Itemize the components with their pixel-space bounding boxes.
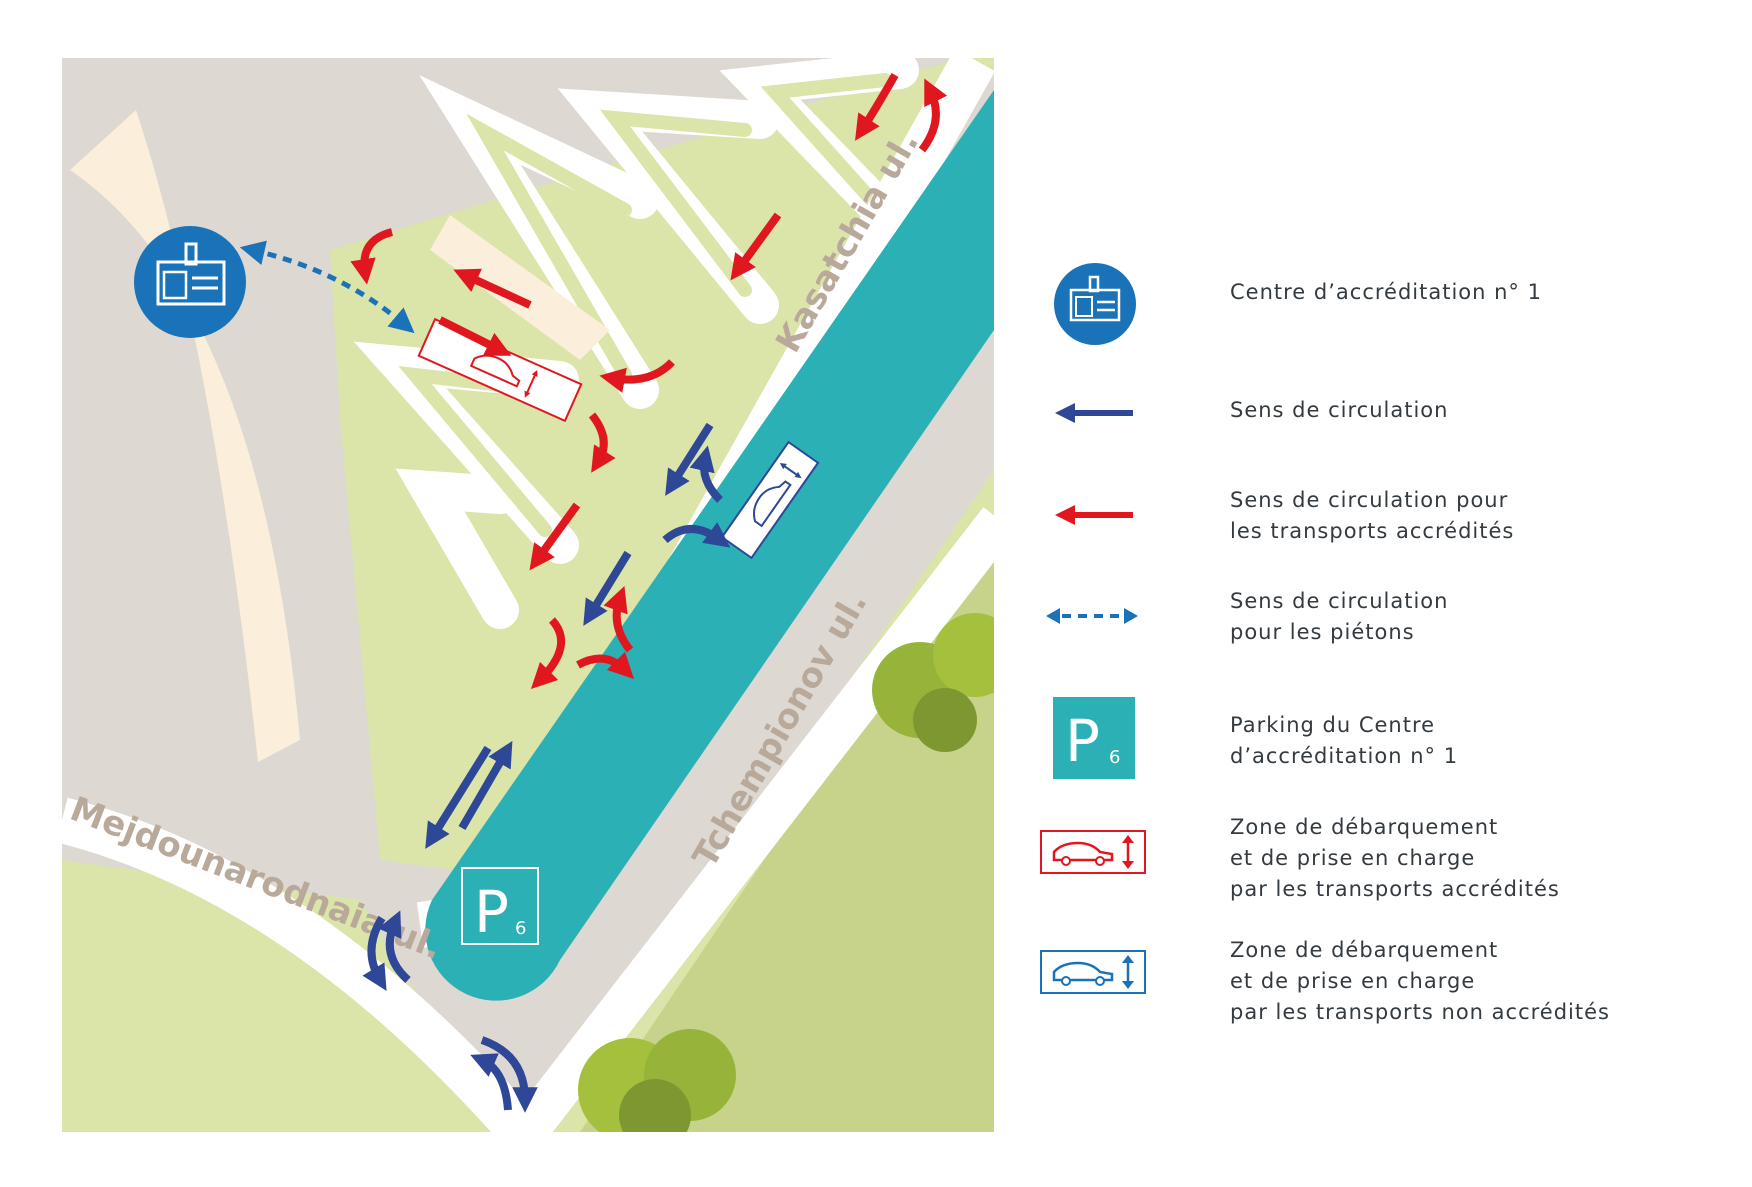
parking-number: 6 [1109,747,1120,768]
dropoff-zone-non-accredited [720,440,820,560]
blue-traffic-arrows [362,422,731,1113]
legend-text-dropoff-accredited: Zone de débarquement et de prise en char… [1230,815,1560,901]
traffic-arrow-red-icon [1055,505,1133,525]
parking-p6-icon: P 6 [1053,697,1135,779]
mejdounarodnaia-road [62,797,538,1132]
legend-text-traffic: Sens de circulation [1230,398,1449,422]
site-map: Kasatchia ul. Tchempionov ul. Mejdounaro… [62,58,994,1132]
parking-code: P [1065,707,1100,775]
legend-text-parking: Parking du Centre d’accréditation n° 1 [1230,713,1459,768]
legend-text-accreditation: Centre d’accréditation n° 1 [1230,280,1542,304]
red-traffic-arrows [350,73,948,690]
svg-text:P: P [474,878,509,946]
trees-south [578,1029,736,1132]
accreditation-badge-icon [1054,263,1136,345]
legend-text-pedestrian: Sens de circulation pour les piétons [1230,589,1449,644]
dropoff-blue-icon [1040,950,1146,994]
legend-text-accredited-traffic: Sens de circulation pour les transports … [1230,488,1515,543]
green-area [62,860,500,1132]
parking-p6-sign: P 6 [461,867,539,946]
legend: Centre d’accréditation n° 1 Sens de circ… [1040,0,1740,1187]
trees-east [872,613,994,752]
pedestrian-route [239,240,415,334]
forecourt [430,215,610,360]
legend-text-dropoff-non-accredited: Zone de débarquement et de prise en char… [1230,938,1610,1024]
accreditation-building [70,110,300,762]
pedestrian-arrow-icon [1046,608,1138,624]
dropoff-red-icon [1040,830,1146,874]
tchempionov-road [503,507,994,1132]
traffic-arrow-blue-icon [1055,403,1133,423]
svg-text:6: 6 [515,918,526,939]
accreditation-centre-marker [134,226,246,338]
